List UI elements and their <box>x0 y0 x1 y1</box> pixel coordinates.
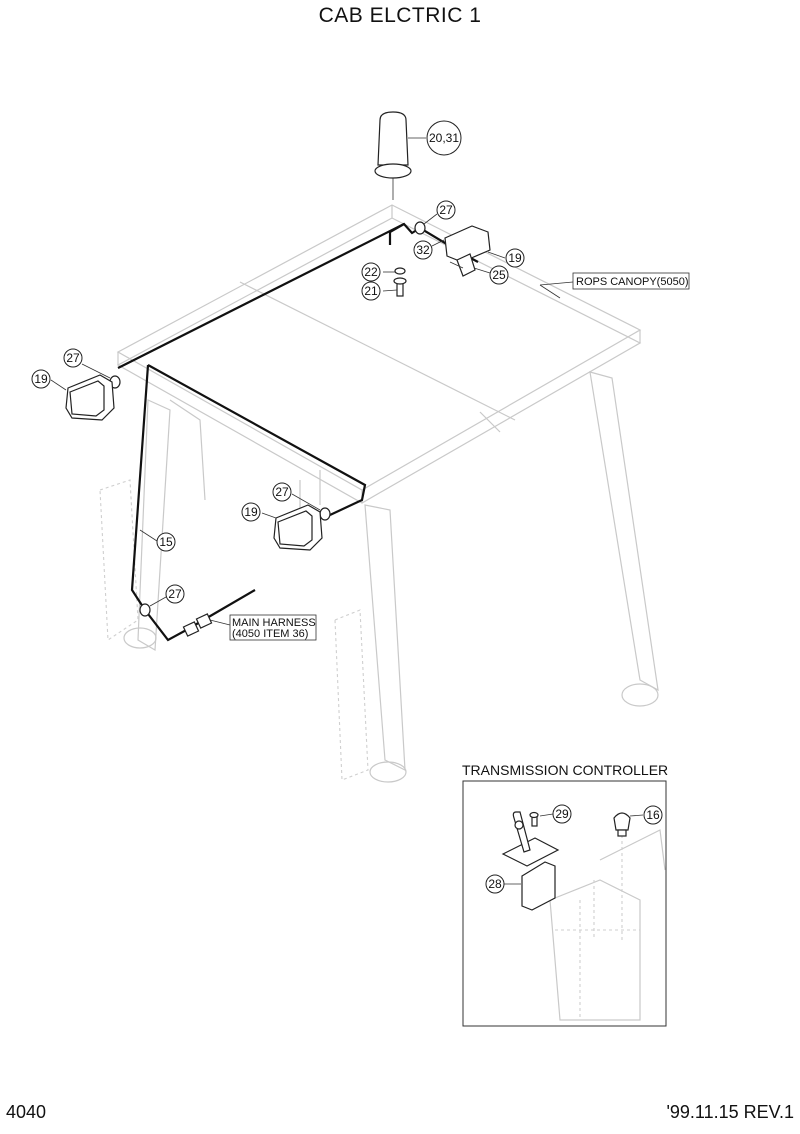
callout-27-left: 27 <box>63 348 83 368</box>
svg-text:28: 28 <box>488 877 502 891</box>
callout-19-mid: 19 <box>241 502 261 522</box>
callout-27-low: 27 <box>165 584 185 604</box>
svg-text:16: 16 <box>646 808 660 822</box>
callout-15: 15 <box>156 532 176 552</box>
callout-28: 28 <box>485 874 505 894</box>
page-number: 4040 <box>6 1102 47 1122</box>
svg-text:27: 27 <box>168 587 182 601</box>
main-harness-label: MAIN HARNESS (4050 ITEM 36) <box>229 614 317 641</box>
svg-text:19: 19 <box>244 505 258 519</box>
grommets <box>109 221 426 617</box>
rops-canopy-frame <box>99 204 659 783</box>
washer-screw <box>393 267 407 297</box>
svg-text:25: 25 <box>492 268 506 282</box>
svg-text:21: 21 <box>364 284 378 298</box>
svg-text:TRANSMISSION CONTROLLER: TRANSMISSION CONTROLLER <box>462 762 668 778</box>
svg-text:27: 27 <box>66 351 80 365</box>
svg-text:22: 22 <box>364 265 378 279</box>
svg-text:27: 27 <box>275 485 289 499</box>
callout-32: 32 <box>413 240 433 260</box>
svg-text:32: 32 <box>416 243 430 257</box>
work-lamp-middle <box>273 504 323 551</box>
callout-16: 16 <box>643 805 663 825</box>
page-title: CAB ELCTRIC 1 <box>318 4 482 27</box>
callout-21: 21 <box>361 281 381 301</box>
rops-canopy-label: ROPS CANOPY(5050) <box>572 272 690 290</box>
revision-date: '99.11.15 REV.1 <box>666 1102 794 1122</box>
work-lamp-top-right <box>444 225 491 277</box>
transmission-controller-inset: TRANSMISSION CONTROLLER <box>462 762 668 1027</box>
callout-19-left: 19 <box>31 369 51 389</box>
svg-text:15: 15 <box>159 535 173 549</box>
callout-20-31: 20,31 <box>426 120 462 156</box>
svg-text:ROPS CANOPY(5050): ROPS CANOPY(5050) <box>576 276 688 288</box>
svg-text:19: 19 <box>34 372 48 386</box>
harness-connectors <box>182 613 213 637</box>
callout-19-top: 19 <box>505 248 525 268</box>
svg-text:(4050 ITEM 36): (4050 ITEM 36) <box>232 628 308 640</box>
leader-lines <box>50 137 574 626</box>
svg-text:19: 19 <box>508 251 522 265</box>
callout-27-top: 27 <box>436 200 456 220</box>
callout-27-mid: 27 <box>272 482 292 502</box>
svg-text:27: 27 <box>439 203 453 217</box>
callout-25: 25 <box>489 265 509 285</box>
wire-harness-15 <box>117 222 479 642</box>
callout-29: 29 <box>552 804 572 824</box>
svg-text:MAIN HARNESS: MAIN HARNESS <box>232 617 316 629</box>
callout-22: 22 <box>361 262 381 282</box>
svg-text:29: 29 <box>555 807 569 821</box>
work-lamp-left <box>65 374 115 421</box>
beacon-lamp <box>374 111 412 200</box>
svg-text:20,31: 20,31 <box>429 131 459 145</box>
